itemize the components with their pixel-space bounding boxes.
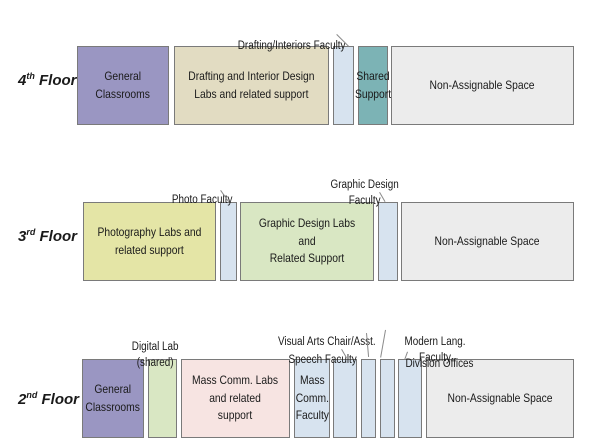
block-2-general-classrooms: General Classrooms xyxy=(82,359,144,438)
block-label: Drafting and Interior Design Labs and re… xyxy=(188,69,315,101)
block-label: General Classrooms xyxy=(95,69,151,101)
floor-number: 3 xyxy=(18,228,27,245)
block-2-digital-lab xyxy=(148,359,177,438)
callout-text: Drafting/Interiors Faculty xyxy=(238,40,346,53)
floor-word: Floor xyxy=(39,228,78,245)
floor-label-4th: 4th Floor xyxy=(18,71,77,89)
block-3-photo-labs: Photography Labs and related support xyxy=(83,202,216,281)
callout-2-digital-lab: Digital Lab (shared) xyxy=(124,323,186,371)
floor-label-3rd: 3rd Floor xyxy=(18,227,77,245)
block-2-modern-lang xyxy=(380,359,395,438)
callout-2-visual-arts: Visual Arts Chair/Asst. xyxy=(270,318,384,350)
block-label: Photography Labs and related support xyxy=(97,225,202,257)
callout-2-speech-faculty: Speech Faculty xyxy=(283,336,363,368)
block-2-mass-comm-faculty: Mass Comm. Faculty xyxy=(294,359,330,438)
block-3-graphic-faculty xyxy=(378,202,398,281)
floor-word: Floor xyxy=(41,391,80,408)
callout-2-division-offices: Division Offices xyxy=(400,340,480,372)
block-2-non-assignable: Non-Assignable Space xyxy=(426,359,574,438)
floor-ordinal-suffix: th xyxy=(26,71,35,81)
floor-label-2nd: 2nd Floor xyxy=(18,390,79,408)
block-label: Non-Assignable Space xyxy=(429,77,535,92)
floor-number: 4 xyxy=(18,72,27,89)
block-4-shared-support: Shared Support xyxy=(354,46,392,125)
block-label: Non-Assignable Space xyxy=(434,233,540,248)
block-2-speech-faculty xyxy=(333,359,357,438)
callout-2-modern-lang: Modern Lang. Faculty xyxy=(382,318,488,366)
callout-3-graphic-faculty: Graphic Design Faculty xyxy=(320,161,410,209)
callout-text: Division Offices xyxy=(406,358,474,371)
callout-text: Modern Lang. Faculty xyxy=(404,336,466,365)
callout-text: Digital Lab (shared) xyxy=(131,341,179,370)
block-3-non-assignable: Non-Assignable Space xyxy=(401,202,574,281)
block-label: Mass Comm. Faculty xyxy=(295,373,329,423)
callout-text: Graphic Design Faculty xyxy=(330,179,400,208)
floor-ordinal-suffix: nd xyxy=(26,390,38,400)
callout-text: Visual Arts Chair/Asst. xyxy=(278,336,376,349)
floor-ordinal-suffix: rd xyxy=(26,227,36,237)
block-label: Non-Assignable Space xyxy=(447,390,553,405)
block-label: Mass Comm. Labs and related support xyxy=(192,373,279,423)
floor-number: 2 xyxy=(18,391,27,408)
block-3-photo-faculty xyxy=(220,202,237,281)
callout-3-photo-faculty: Photo Faculty xyxy=(162,176,242,208)
block-4-drafting-labs: Drafting and Interior Design Labs and re… xyxy=(174,46,329,125)
block-4-general-classrooms: General Classrooms xyxy=(77,46,169,125)
block-2-division-offices xyxy=(398,359,422,438)
callout-4-drafting-faculty: Drafting/Interiors Faculty xyxy=(228,22,356,54)
callout-text: Speech Faculty xyxy=(288,354,358,367)
block-label: Graphic Design Labs and Related Support xyxy=(258,216,356,266)
block-2-visual-arts xyxy=(361,359,376,438)
block-4-non-assignable: Non-Assignable Space xyxy=(391,46,574,125)
block-3-graphic-labs: Graphic Design Labs and Related Support xyxy=(240,202,374,281)
block-2-mass-comm-labs: Mass Comm. Labs and related support xyxy=(181,359,290,438)
block-4-drafting-faculty xyxy=(333,46,354,125)
block-label: Shared Support xyxy=(354,69,392,101)
floor-word: Floor xyxy=(39,72,77,89)
block-label: General Classrooms xyxy=(85,382,141,414)
